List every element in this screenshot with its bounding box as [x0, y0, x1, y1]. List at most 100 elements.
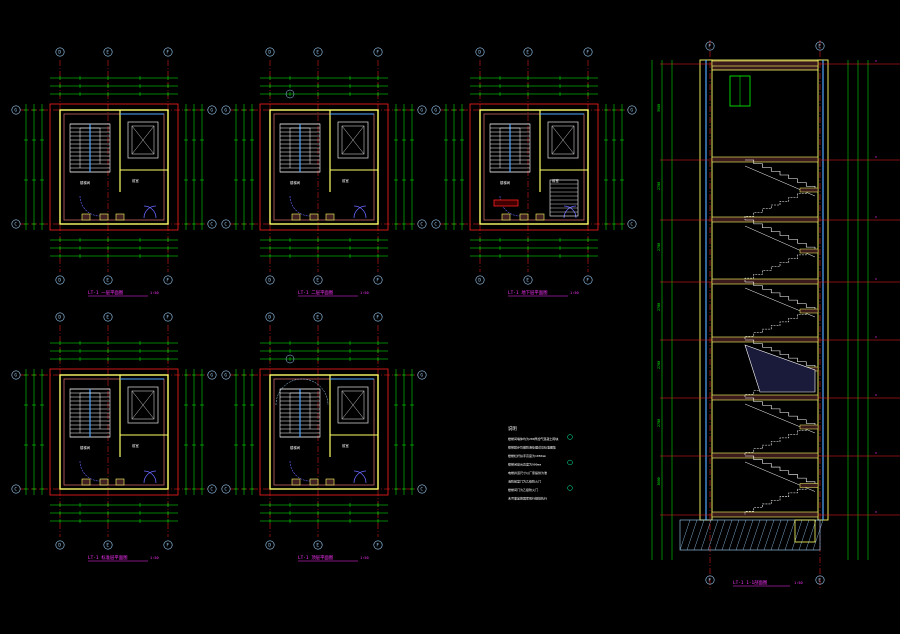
axis-bottom-label: F — [376, 543, 379, 549]
axis-side-bubble — [417, 105, 427, 115]
floor-height-dim: 3900 — [657, 104, 661, 112]
hatch-line — [693, 519, 705, 551]
stair-landing — [799, 187, 819, 193]
wall-inner-line — [483, 113, 585, 221]
door-swing-dashed — [289, 460, 311, 482]
axis-bottom-bubble — [583, 275, 593, 285]
axis-top-label: E — [106, 315, 109, 321]
floor-height-dim: 2700 — [657, 419, 661, 427]
axis-side-bubble — [431, 219, 441, 229]
room-label-stair: 楼梯间 — [290, 180, 301, 185]
structural-column — [325, 213, 335, 221]
room-label-stair: 楼梯间 — [290, 445, 301, 450]
axis-top-label: D — [58, 315, 61, 321]
room-label-lobby: 前室 — [552, 178, 559, 183]
floor-slab — [711, 216, 819, 223]
axis-top-label: E — [316, 50, 319, 56]
stair-landing — [799, 483, 819, 488]
structural-column — [291, 213, 301, 221]
axis-bottom-bubble — [313, 540, 323, 550]
notes-line: 楼梯栏杆扶手高度为1050mm — [508, 453, 546, 458]
structural-column — [519, 213, 529, 221]
plan-title: LT-1 地下层平面图 — [508, 289, 548, 296]
hatch-line — [749, 519, 761, 551]
hatch-line — [707, 519, 719, 551]
stair-flight-section — [745, 281, 816, 311]
lift-shaft — [337, 386, 369, 424]
plan-outer-frame — [259, 368, 389, 496]
door-swing-dashed — [79, 460, 101, 482]
axis-top-label: D — [268, 50, 271, 56]
floor-slab — [711, 156, 819, 163]
hatch-line — [735, 519, 747, 551]
stair-direction-arrow — [289, 392, 311, 433]
lift-cross — [341, 125, 365, 155]
hatch-line — [770, 519, 782, 551]
plan-title: LT-1 一层平面图 — [88, 290, 124, 296]
axis-side-bubble — [627, 105, 637, 115]
axis-top-label: E — [316, 315, 319, 321]
axis-bottom-bubble — [103, 275, 113, 285]
plan-scale: 1:50 — [570, 291, 579, 295]
lift-shaft — [337, 121, 369, 159]
axis-side-label: C — [14, 487, 17, 493]
axis-side-bubble — [431, 105, 441, 115]
level-mark: ± — [875, 451, 877, 455]
hatch-line — [798, 519, 810, 551]
notes-line: 未尽事宜按国家现行规范执行 — [508, 496, 547, 501]
axis-bottom-bubble — [313, 275, 323, 285]
axis-top-bubble — [103, 47, 113, 57]
axis-side-label: G — [420, 108, 423, 114]
stair-flight-section — [745, 397, 816, 427]
notes-line: 电梯井道尺寸以厂家提供为准 — [508, 470, 547, 475]
axis-bottom-label: E — [526, 278, 529, 284]
axis-top-bubble — [583, 47, 593, 57]
door-swing-dashed — [499, 195, 521, 217]
section-mark — [285, 89, 295, 99]
hatch-line — [728, 519, 740, 551]
hatch-line — [805, 519, 817, 551]
basement-stair — [549, 179, 579, 217]
axis-side-bubble — [207, 370, 217, 380]
notes-line: 楼梯间墙体均为200厚加气混凝土砌块 — [508, 436, 558, 441]
structural-column — [81, 478, 91, 486]
stair-flight-section-hidden — [744, 426, 815, 456]
lift-cross — [341, 390, 365, 420]
axis-bottom-label: E — [106, 543, 109, 549]
floor-height-dim: 2700 — [657, 303, 661, 311]
room-label-stair: 楼梯间 — [80, 180, 91, 185]
plan-title: LT-1 标准层平面图 — [88, 554, 128, 561]
hatch-line — [721, 519, 733, 551]
axis-side-label: C — [224, 222, 227, 228]
stair-direction-arrow — [289, 127, 311, 168]
level-mark: ± — [875, 59, 877, 63]
notes-line: 楼梯间窗台高度为900mm — [508, 462, 541, 467]
structural-column — [309, 213, 319, 221]
floor-slab — [711, 278, 819, 285]
section-axis-bubble — [705, 575, 715, 585]
roof-outline — [275, 378, 329, 406]
door-swing — [353, 205, 367, 219]
room-label-lobby: 前室 — [132, 443, 139, 448]
level-mark: ± — [875, 215, 877, 219]
wall-inner-line — [63, 113, 165, 221]
door-swing — [563, 205, 577, 219]
stair-landing — [799, 424, 819, 430]
exterior-wall — [479, 109, 589, 225]
axis-bottom-label: E — [316, 278, 319, 284]
structural-column — [291, 478, 301, 486]
axis-side-bubble — [221, 105, 231, 115]
axis-bottom-bubble — [163, 275, 173, 285]
axis-side-label: C — [630, 222, 633, 228]
axis-top-bubble — [103, 312, 113, 322]
door-swing — [353, 205, 367, 219]
floor-slab — [711, 336, 819, 343]
wall-inner-line — [273, 113, 375, 221]
lift-cross — [131, 125, 155, 155]
axis-top-label: D — [268, 315, 271, 321]
door-swing — [143, 470, 157, 484]
axis-side-label: G — [210, 373, 213, 379]
